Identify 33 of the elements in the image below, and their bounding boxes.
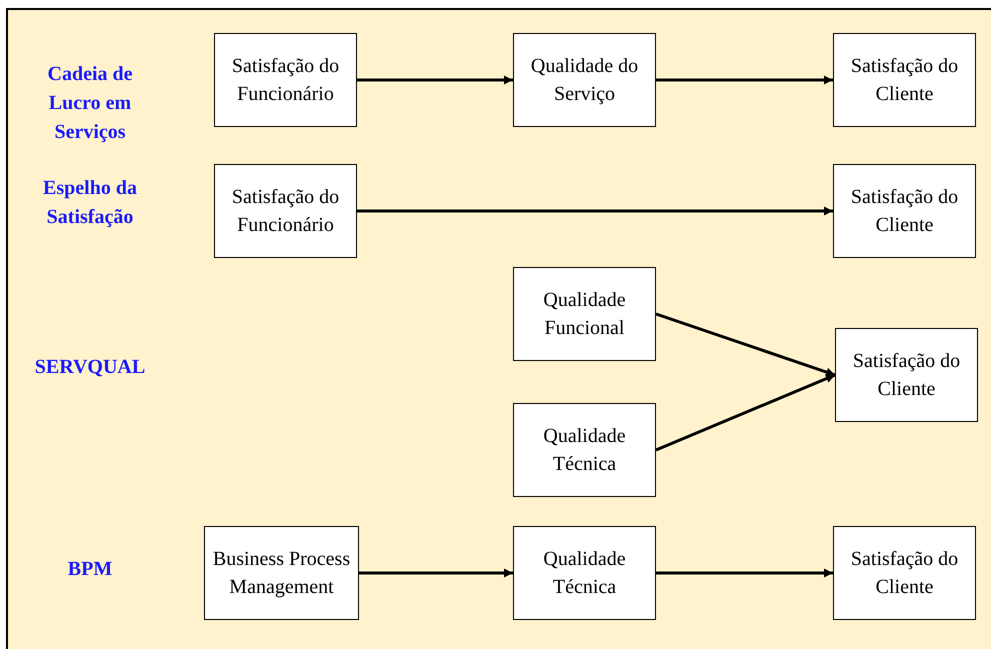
process-box bbox=[833, 526, 976, 620]
process-box bbox=[513, 267, 656, 361]
arrow bbox=[357, 76, 513, 84]
process-box bbox=[214, 33, 357, 127]
box-text: Satisfação do Funcionário bbox=[230, 54, 340, 107]
box-text: Business Process Management bbox=[212, 547, 352, 600]
arrow bbox=[359, 568, 513, 578]
arrow bbox=[656, 312, 836, 376]
arrow bbox=[655, 374, 836, 452]
process-box bbox=[513, 33, 656, 127]
process-box bbox=[214, 164, 357, 258]
arrow bbox=[357, 206, 833, 216]
box-text: Qualidade Técnica bbox=[542, 424, 627, 477]
box-text: Satisfação do Cliente bbox=[850, 54, 960, 107]
arrow bbox=[656, 76, 833, 84]
box-text: Satisfação do Cliente bbox=[850, 547, 960, 600]
box-text: Satisfação do Cliente bbox=[852, 349, 962, 402]
arrow bbox=[656, 568, 833, 578]
process-box bbox=[513, 403, 656, 497]
process-box bbox=[833, 33, 976, 127]
row-label: SERVQUAL bbox=[34, 355, 146, 380]
box-text: Qualidade do Serviço bbox=[530, 54, 640, 107]
box-text: Satisfação do Cliente bbox=[850, 185, 960, 238]
box-text: Qualidade Técnica bbox=[542, 547, 627, 600]
row-label: Espelho da Satisfação bbox=[42, 176, 138, 230]
box-text: Qualidade Funcional bbox=[542, 288, 627, 341]
process-box bbox=[513, 526, 656, 620]
box-text: Satisfação do Funcionário bbox=[230, 185, 340, 238]
row-label: Cadeia de Lucro em Serviços bbox=[46, 62, 134, 145]
process-box bbox=[833, 164, 976, 258]
process-box bbox=[204, 526, 359, 620]
process-box bbox=[835, 328, 978, 422]
row-label: BPM bbox=[66, 557, 114, 582]
